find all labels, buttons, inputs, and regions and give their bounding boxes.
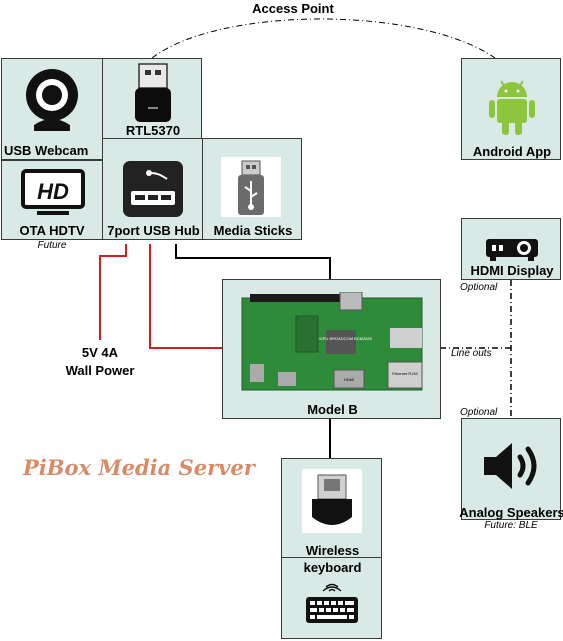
keyboard-divider — [282, 557, 381, 558]
wireless-keyboard-box: Wireless keyboard — [281, 458, 382, 639]
usb-webcam-label: USB Webcam — [4, 143, 89, 158]
access-point-label: Access Point — [252, 1, 334, 16]
hd-tv-icon: HD — [21, 169, 85, 215]
rtl5370-box: RTL5370 — [102, 58, 202, 139]
usb-webcam-box: USB Webcam — [1, 58, 103, 160]
speakers-optional-note: Optional — [460, 407, 498, 418]
wireless-keyboard-label-line2: keyboard — [303, 560, 362, 575]
raspberry-pi-board-icon: CPU/GPU BROADCOM BCM2835 Ethernet RJ45 H… — [241, 292, 423, 391]
hub-to-model-b-wire — [175, 244, 331, 279]
media-sticks-box: Media Sticks — [202, 138, 302, 240]
media-sticks-label: Media Sticks — [213, 223, 293, 238]
diagram-title: PiBox Media Server — [23, 455, 255, 480]
analog-speakers-box: Analog Speakers — [459, 418, 563, 520]
power-label-line1: 5V 4A — [81, 345, 119, 360]
webcam-icon — [26, 69, 78, 131]
power-wire-right — [149, 244, 222, 349]
ota-hdtv-box: HD OTA HDTV — [1, 160, 103, 240]
hdmi-display-label: HDMI Display — [470, 263, 554, 278]
speaker-icon — [484, 443, 537, 489]
projector-icon — [486, 239, 538, 261]
android-icon — [489, 80, 535, 135]
hdmi-port-text: HDMI — [344, 377, 354, 382]
keyboard-dongle-image — [302, 469, 362, 533]
model-b-label: Model B — [307, 402, 358, 417]
rtl5370-label: RTL5370 — [125, 123, 181, 138]
media-stick-image — [221, 157, 281, 217]
speakers-future-note: Future: BLE — [484, 520, 538, 531]
wireless-keyboard-label-line1: Wireless — [305, 543, 360, 558]
model-b-box: CPU/GPU BROADCOM BCM2835 Ethernet RJ45 H… — [222, 279, 441, 419]
hdmi-display-box: HDMI Display — [461, 218, 561, 280]
hdmi-optional-note: Optional — [460, 282, 498, 293]
usb-receiver-icon — [312, 474, 352, 525]
analog-speakers-label: Analog Speakers — [459, 505, 563, 520]
access-point-link — [151, 18, 496, 59]
power-wire-left — [99, 244, 127, 340]
ota-hdtv-future-note: Future — [37, 240, 67, 251]
usb-hub-icon — [123, 161, 183, 217]
line-outs-note: Line outs — [451, 348, 492, 359]
chip-text: CPU/GPU BROADCOM BCM2835 — [310, 336, 373, 341]
power-label-line2: Wall Power — [65, 363, 135, 378]
ethernet-text: Ethernet RJ45 — [392, 371, 418, 376]
usb-hub-label: 7port USB Hub — [107, 223, 200, 238]
hd-text: HD — [37, 179, 69, 204]
usb-stick-icon — [238, 160, 264, 215]
ota-hdtv-label: OTA HDTV — [19, 223, 85, 238]
wireless-keyboard-icon — [306, 583, 358, 623]
wifi-dongle-icon — [135, 63, 171, 122]
usb-hub-box: 7port USB Hub — [102, 138, 203, 240]
android-app-label: Android App — [472, 144, 552, 159]
android-app-box: Android App — [461, 58, 561, 160]
